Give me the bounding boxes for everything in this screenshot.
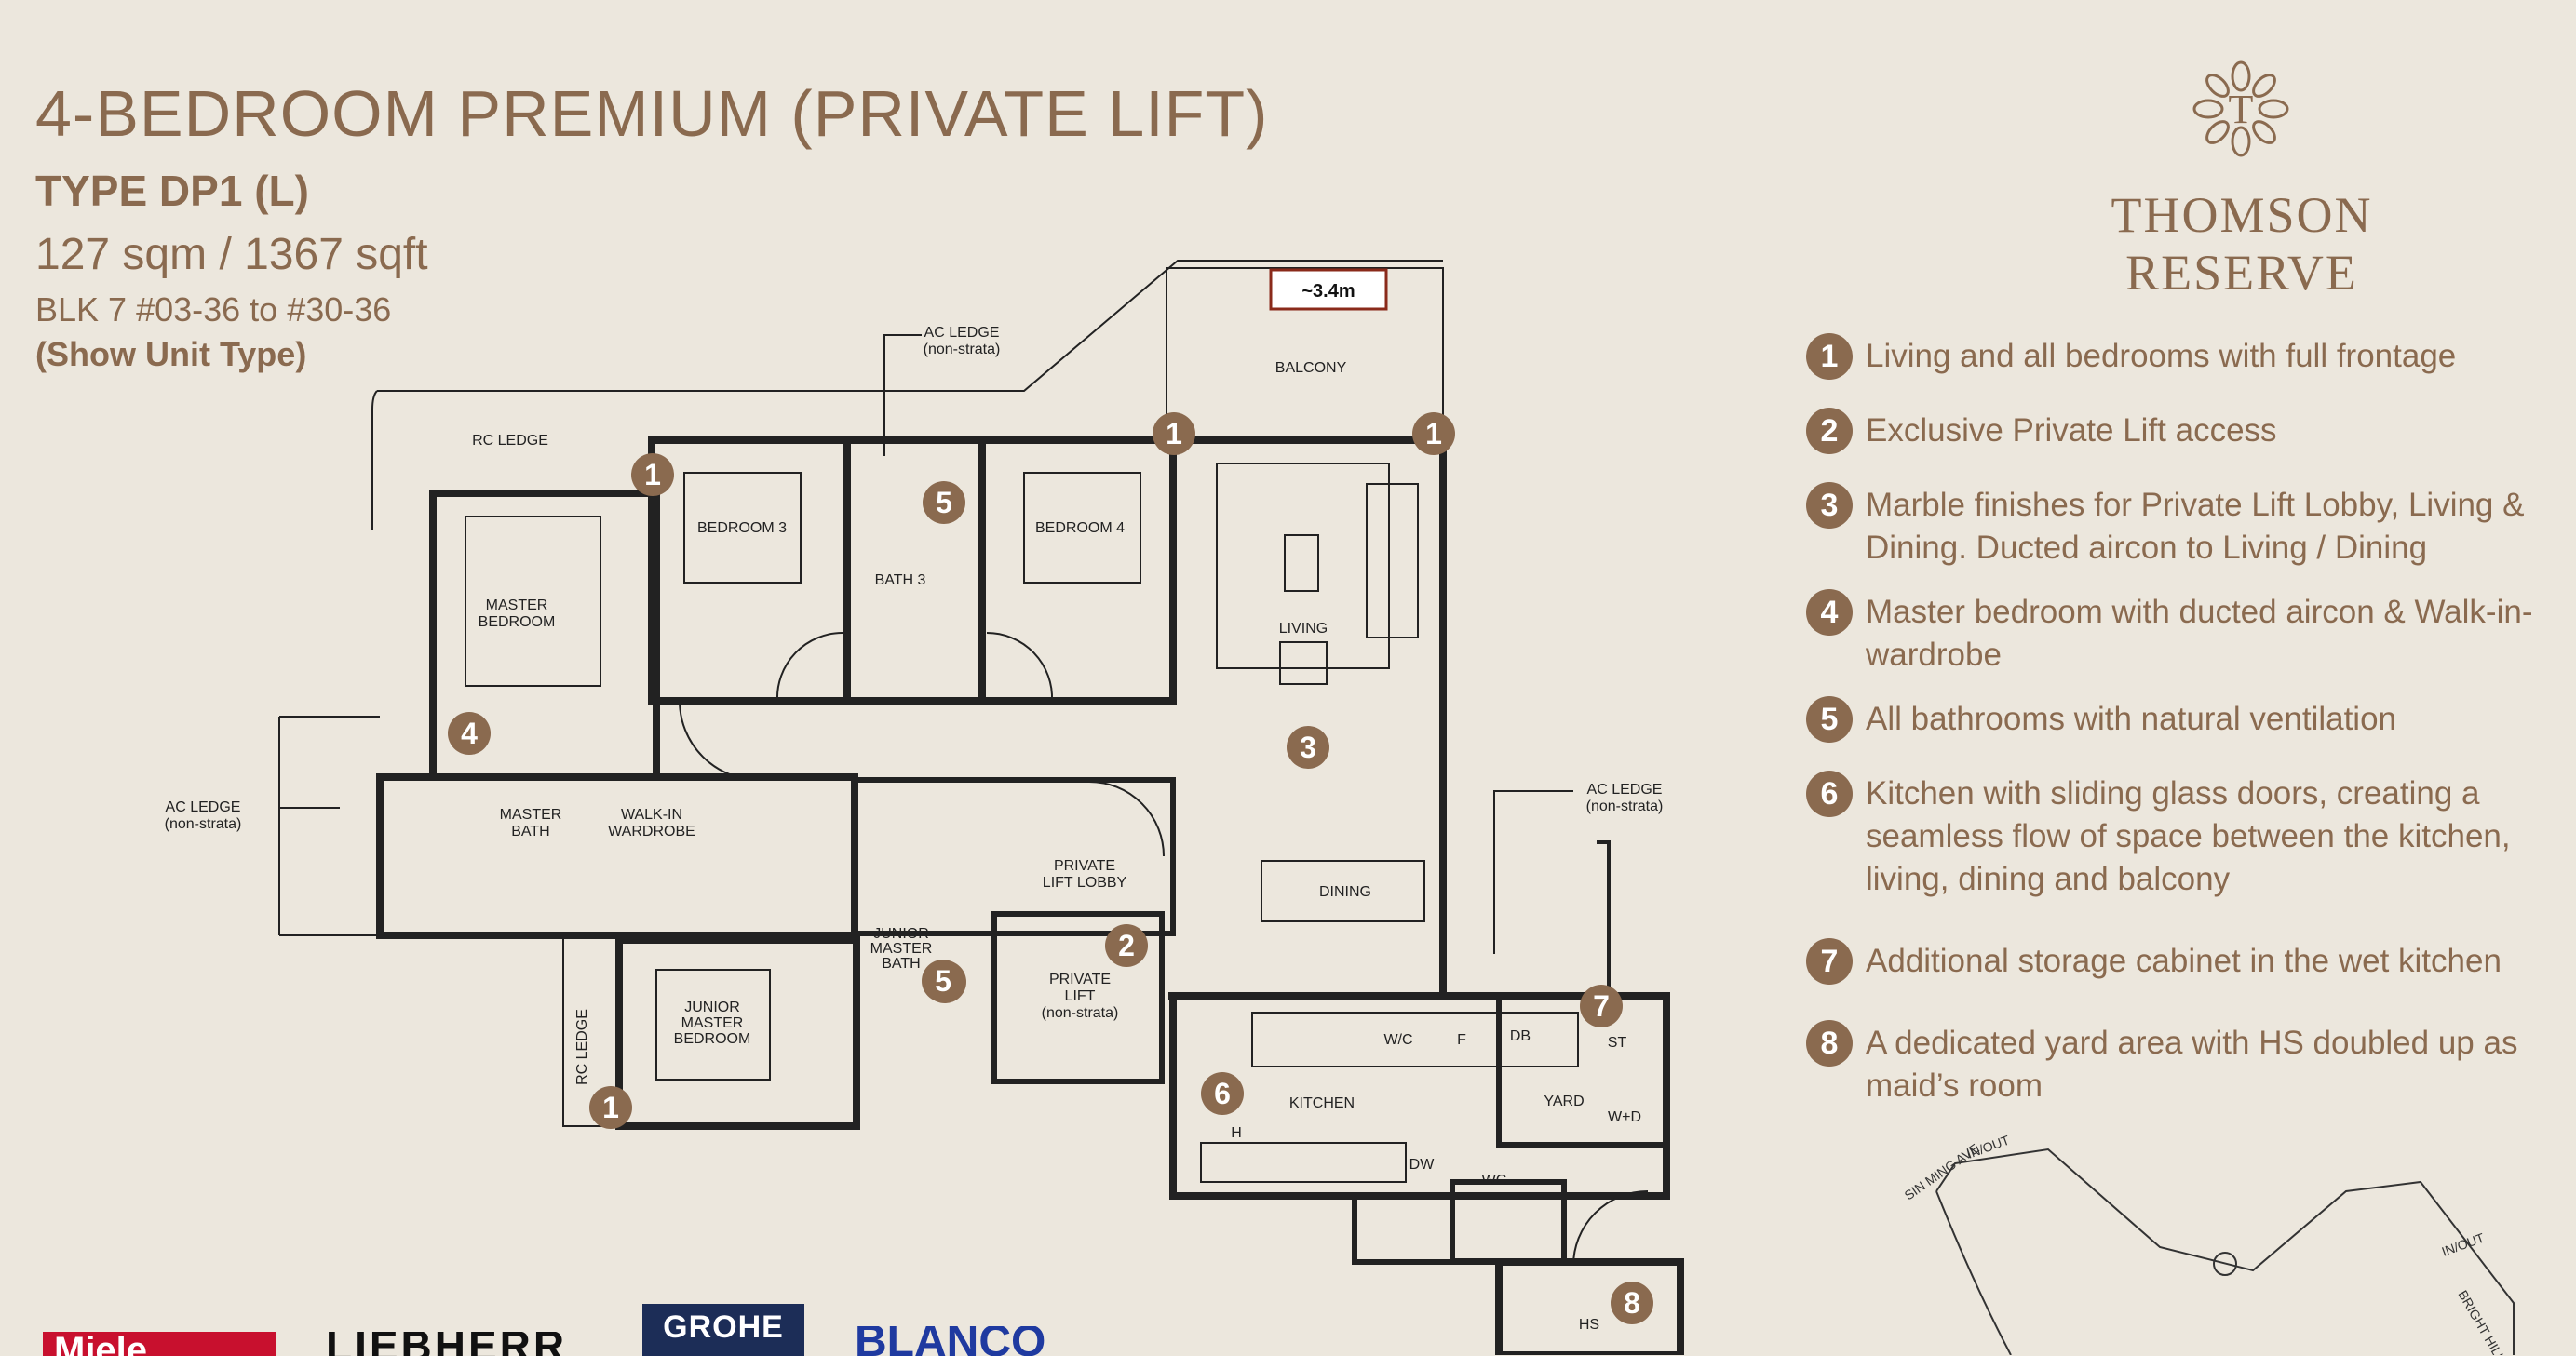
feature-item: 5 All bathrooms with natural ventilation	[1806, 696, 2545, 743]
room-junior-master-bedroom: MASTER	[681, 1015, 744, 1031]
room-kitchen: KITCHEN	[1289, 1095, 1355, 1111]
room-master-bath: BATH	[511, 824, 549, 839]
feature-text: Additional storage cabinet in the wet ki…	[1866, 943, 2502, 979]
plan-badge: 3	[1287, 726, 1329, 769]
room-private-lift-lobby: PRIVATE	[1054, 858, 1115, 874]
room-walk-in-wardrobe: WALK-IN	[621, 807, 682, 823]
dishwasher: DW	[1409, 1157, 1436, 1173]
feature-number: 4	[1806, 589, 1853, 636]
room-junior-master-bath: JUNIOR	[873, 926, 929, 942]
plan-badge: 4	[448, 712, 491, 755]
room-bedroom-4: BEDROOM 4	[1035, 520, 1125, 536]
feature-number: 8	[1806, 1020, 1853, 1067]
room-bedroom-3: BEDROOM 3	[697, 520, 787, 536]
plan-badge: 1	[589, 1086, 632, 1129]
room-dining: DINING	[1319, 884, 1371, 900]
washer-dryer: W+D	[1608, 1109, 1641, 1125]
room-junior-master-bath: BATH	[882, 956, 920, 972]
feature-text: All bathrooms with natural ventilation	[1866, 701, 2397, 737]
room-junior-master-bedroom: BEDROOM	[674, 1031, 751, 1047]
room-master-bedroom: BEDROOM	[479, 614, 556, 630]
ac-ledge-label: AC LEDGE	[1587, 782, 1663, 798]
unit-area: 127 sqm / 1367 sqft	[35, 230, 428, 279]
room-walk-in-wardrobe: WARDROBE	[608, 824, 695, 839]
unit-blocks: BLK 7 #03-36 to #30-36	[35, 290, 392, 329]
ac-ledge-label: AC LEDGE	[166, 799, 241, 815]
site-entry-label: IN/OUT	[1965, 1132, 2012, 1161]
room-bath-3: BATH 3	[875, 572, 926, 588]
dimension-label: ~3.4m	[1301, 281, 1355, 302]
ac-ledge-sublabel: (non-strata)	[165, 816, 242, 832]
miele-logo: Miele	[43, 1332, 276, 1356]
thomson-reserve-logo-icon: T	[2192, 60, 2289, 157]
feature-text: Master bedroom with ducted aircon & Walk…	[1866, 594, 2533, 673]
grohe-logo: GROHE	[642, 1304, 804, 1356]
ac-ledge-sublabel: (non-strata)	[924, 342, 1001, 357]
feature-number: 2	[1806, 408, 1853, 454]
room-rc-ledge-side: RC LEDGE	[574, 1009, 590, 1085]
partner-logos: Miele LIEBHERR GROHE BLANCO	[0, 1298, 1210, 1356]
feature-text: Exclusive Private Lift access	[1866, 412, 2277, 449]
feature-number: 5	[1806, 696, 1853, 743]
room-master-bath: MASTER	[500, 807, 562, 823]
room-store: ST	[1608, 1035, 1627, 1051]
feature-item: 4 Master bedroom with ducted aircon & Wa…	[1806, 589, 2545, 677]
feature-text: A dedicated yard area with HS doubled up…	[1866, 1025, 2518, 1104]
feature-text: Marble finishes for Private Lift Lobby, …	[1866, 487, 2525, 566]
unit-type-code: TYPE DP1 (L)	[35, 167, 309, 215]
feature-item: 8 A dedicated yard area with HS doubled …	[1806, 1020, 2545, 1108]
plan-badge: 1	[1153, 412, 1195, 455]
feature-number: 1	[1806, 333, 1853, 380]
room-junior-master-bedroom: JUNIOR	[684, 1000, 740, 1015]
room-living: LIVING	[1279, 621, 1328, 637]
feature-item: 3 Marble finishes for Private Lift Lobby…	[1806, 482, 2545, 570]
dimension-box	[1269, 268, 1388, 311]
ac-ledge-label: AC LEDGE	[924, 325, 1000, 341]
room-private-lift-lobby: LIFT LOBBY	[1043, 875, 1127, 891]
plan-badge: 1	[1412, 412, 1455, 455]
room-rc-ledge: RC LEDGE	[472, 433, 548, 449]
liebherr-logo: LIEBHERR	[326, 1332, 568, 1356]
page-title: 4-BEDROOM PREMIUM (PRIVATE LIFT)	[35, 77, 1269, 150]
room-wc: WC	[1482, 1173, 1507, 1188]
plan-badge: 2	[1105, 924, 1148, 967]
feature-item: 7 Additional storage cabinet in the wet …	[1806, 938, 2545, 985]
feature-number: 6	[1806, 771, 1853, 817]
room-master-bedroom: MASTER	[486, 597, 548, 613]
ac-ledge-sublabel: (non-strata)	[1586, 799, 1664, 814]
room-yard: YARD	[1544, 1094, 1584, 1109]
room-junior-master-bath: MASTER	[870, 941, 933, 957]
hob: H	[1231, 1125, 1242, 1141]
site-entry-label: IN/OUT	[2440, 1229, 2487, 1258]
feature-item: 2 Exclusive Private Lift access	[1806, 408, 2545, 454]
room-private-lift: (non-strata)	[1042, 1005, 1119, 1021]
show-unit-note: (Show Unit Type)	[35, 335, 307, 373]
plan-badge: 5	[923, 481, 965, 524]
blanco-logo: BLANCO	[855, 1326, 1046, 1356]
room-private-lift: PRIVATE	[1049, 972, 1111, 987]
plan-badge: 1	[631, 453, 674, 496]
feature-item: 6 Kitchen with sliding glass doors, crea…	[1806, 771, 2545, 901]
feature-number: 7	[1806, 938, 1853, 985]
plan-badge: 5	[922, 960, 964, 1002]
feature-number: 3	[1806, 482, 1853, 529]
room-balcony: BALCONY	[1275, 360, 1347, 376]
plan-badge: 7	[1580, 985, 1623, 1027]
feature-text: Living and all bedrooms with full fronta…	[1866, 338, 2457, 374]
plan-badge: 6	[1201, 1072, 1244, 1115]
room-household-shelter: HS	[1579, 1317, 1599, 1333]
brand-name: THOMSON RESERVE	[2111, 187, 2373, 301]
fridge: F	[1457, 1032, 1466, 1048]
plan-badge: 8	[1611, 1282, 1653, 1324]
wine-chiller: W/C	[1383, 1032, 1412, 1048]
logo-letter: T	[2229, 87, 2254, 132]
site-map	[1935, 1148, 2515, 1355]
feature-item: 1 Living and all bedrooms with full fron…	[1806, 333, 2545, 380]
distribution-board: DB	[1510, 1028, 1531, 1044]
room-private-lift: LIFT	[1065, 988, 1096, 1004]
feature-text: Kitchen with sliding glass doors, creati…	[1866, 775, 2511, 897]
